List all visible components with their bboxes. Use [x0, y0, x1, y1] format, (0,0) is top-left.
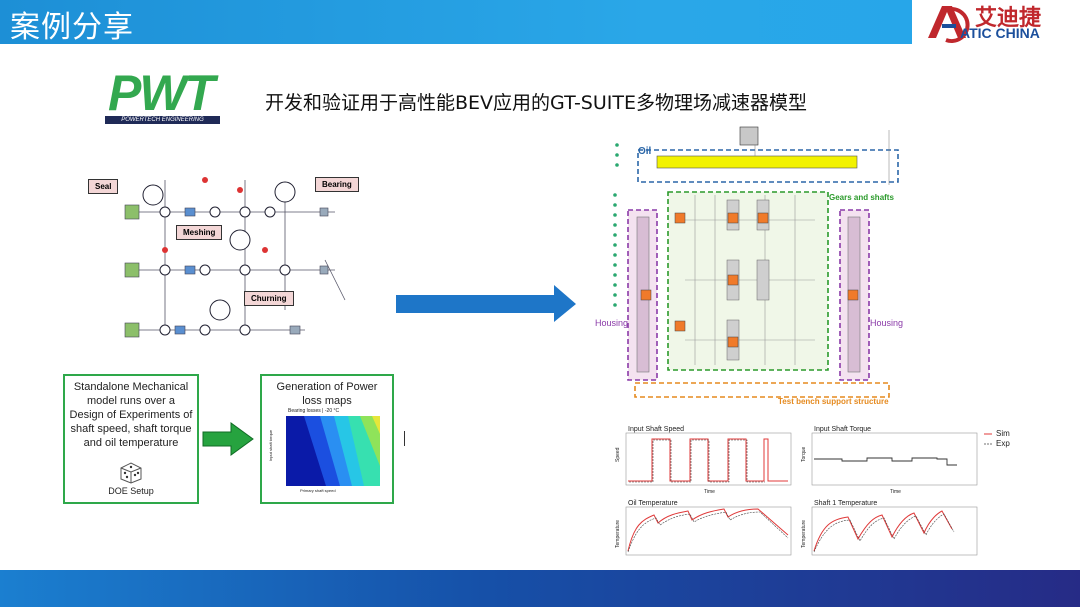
y-label-oil-temp: Temperature [615, 519, 621, 548]
page-title: 案例分享 [10, 10, 134, 45]
validation-plots [625, 432, 992, 556]
meshing-tag: Meshing [176, 225, 223, 240]
plot-title-shaft-temp: Shaft 1 Temperature [814, 500, 878, 507]
brand-logo [912, 0, 1080, 44]
slide-subtitle: 开发和验证用于高性能BEV应用的GT-SUITE多物理场减速器模型 [265, 92, 807, 114]
mechanical-model-schematic [124, 177, 346, 338]
brand-name-cn: 艾迪捷 [975, 6, 1042, 31]
x-label-time-2: Time [890, 489, 901, 495]
brand-name-en: ATIC CHINA [960, 25, 1040, 41]
power-loss-box: Generation of Power loss maps Bearing lo… [260, 374, 394, 504]
legend-exp: Exp [996, 439, 1010, 448]
housing-right-label: Housing [870, 318, 904, 328]
plot-title-oil-temp: Oil Temperature [628, 500, 678, 507]
arrow-right-icon [202, 422, 254, 456]
map-x-label: Primary shaft speed [300, 488, 336, 493]
churning-tag: Churning [244, 291, 294, 306]
dice-icon [120, 462, 142, 484]
map-y-label: Input shaft torque [268, 429, 273, 461]
plot-title-speed: Input Shaft Speed [628, 426, 685, 433]
atic-logo-icon [928, 6, 970, 43]
gears-label: Gears and shafts [829, 193, 894, 202]
oil-label: Oil [638, 146, 652, 157]
header-bar [0, 0, 1080, 44]
doe-caption: DOE Setup [108, 486, 154, 496]
y-label-torque: Torque [801, 446, 807, 462]
doe-box: Standalone Mechanical model runs over a … [63, 374, 199, 504]
y-label-shaft-temp: Temperature [801, 519, 807, 548]
housing-left-label: Housing [595, 318, 629, 328]
seal-tag: Seal [88, 179, 119, 194]
power-loss-title: Generation of Power loss maps [276, 381, 378, 407]
y-label-speed: Speed [615, 447, 621, 462]
pwt-tagline: POWERTECH ENGINEERING [105, 116, 220, 124]
pwt-wordmark: PWT [108, 65, 215, 121]
legend-sim: Sim [996, 429, 1010, 438]
gearbox-model-diagram [613, 126, 899, 398]
arrow-right-icon [396, 285, 576, 322]
plot-title-torque: Input Shaft Torque [814, 426, 872, 433]
text-cursor [404, 431, 405, 446]
map-caption: Bearing losses | -20 °C [288, 408, 340, 414]
x-label-time-1: Time [704, 489, 715, 495]
bearing-tag: Bearing [315, 177, 359, 192]
footer-bar [0, 570, 1080, 607]
doe-description: Standalone Mechanical model runs over a … [69, 381, 193, 449]
support-label: Test bench support structure [778, 397, 889, 406]
loss-map-plot [286, 416, 380, 486]
